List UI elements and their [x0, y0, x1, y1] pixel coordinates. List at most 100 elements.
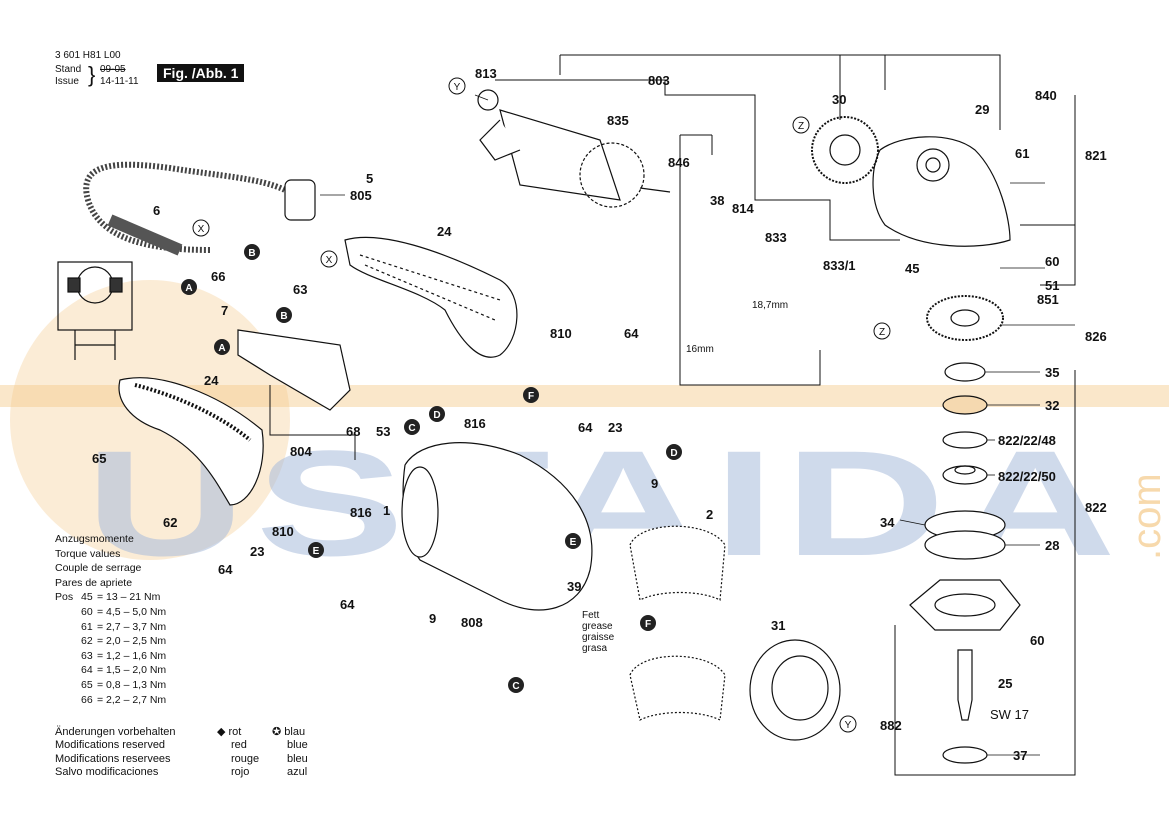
marker-b-switch: B	[276, 307, 292, 323]
bearing-flange	[909, 579, 1021, 631]
label-833: 833	[765, 230, 787, 245]
torque-title-fr: Couple de serrage	[55, 562, 142, 575]
label-29: 29	[975, 102, 989, 117]
plug	[284, 179, 316, 221]
marker-z-top: Z	[792, 116, 810, 134]
label-61: 61	[1015, 146, 1029, 161]
torque-title-en: Torque values	[55, 547, 121, 560]
legend-red: ◆ rot red rouge rojo	[217, 726, 260, 779]
bevel-gear-30	[811, 116, 879, 184]
marker-e-left: E	[308, 542, 324, 558]
marker-c-bottom: C	[508, 677, 524, 693]
svg-text:Y: Y	[845, 720, 852, 731]
spindle-25	[957, 649, 973, 721]
svg-text:X: X	[326, 255, 333, 266]
label-64-b: 64	[578, 420, 593, 435]
marker-y-top: Y	[448, 77, 466, 95]
label-833-1: 833/1	[823, 258, 856, 273]
legend-blue: ✪ blau blue bleu azul	[272, 726, 308, 779]
label-822-22-48: 822/22/48	[998, 433, 1056, 448]
marker-d-coil: D	[666, 444, 682, 460]
label-840: 840	[1035, 88, 1057, 103]
svg-text:C: C	[512, 681, 519, 692]
label-810-bottom: 810	[272, 524, 294, 539]
label-816-bottom: 816	[350, 505, 372, 520]
flange-37	[942, 746, 988, 764]
dimension-18-7mm: 18,7mm	[752, 300, 788, 311]
ring-28	[924, 530, 1006, 560]
torque-title-de: Anzugsmomente	[55, 533, 134, 545]
marker-f-bottom: F	[640, 615, 656, 631]
marker-e-housing: E	[565, 533, 581, 549]
grease-line-1: Fett	[582, 610, 599, 621]
marker-b-top: B	[244, 244, 260, 260]
marker-a-top: A	[181, 279, 197, 295]
label-826: 826	[1085, 329, 1107, 344]
label-45: 45	[905, 261, 919, 276]
svg-text:X: X	[198, 224, 205, 235]
grease-line-2: grease	[582, 621, 613, 632]
svg-text:D: D	[670, 448, 677, 459]
label-60-bottom: 60	[1030, 633, 1044, 648]
field-coil-2	[629, 525, 726, 601]
label-53: 53	[376, 424, 390, 439]
issue-date: 14-11-11	[100, 76, 139, 87]
torque-table: Anzugsmomente Torque values Couple de se…	[55, 532, 166, 707]
note-es: Salvo modificaciones	[55, 766, 159, 779]
field-coil-lower	[629, 655, 726, 721]
label-25: 25	[998, 676, 1012, 691]
guard-31	[749, 639, 841, 741]
label-28: 28	[1045, 538, 1059, 553]
bearing-822	[942, 465, 988, 485]
housing-half-top	[344, 236, 518, 358]
svg-text:Z: Z	[879, 327, 885, 338]
label-65: 65	[92, 451, 106, 466]
note-en: Modifications reserved	[55, 739, 166, 752]
label-68: 68	[346, 424, 360, 439]
label-62: 62	[163, 515, 177, 530]
torque-row: 63= 1,2 – 1,6 Nm	[81, 649, 167, 662]
label-32: 32	[1045, 398, 1059, 413]
label-808: 808	[461, 615, 483, 630]
svg-text:Y: Y	[454, 82, 461, 93]
label-816-top: 816	[464, 416, 486, 431]
label-64-d: 64	[340, 597, 355, 612]
fan	[579, 142, 645, 208]
torque-row: 62= 2,0 – 2,5 Nm	[81, 635, 167, 648]
bearing-35	[944, 362, 986, 382]
label-835: 835	[607, 113, 629, 128]
label-sw17: SW 17	[990, 707, 1029, 722]
marker-y-bottom: Y	[839, 715, 857, 733]
label-34: 34	[880, 515, 895, 530]
torque-title-es: Pares de apriete	[55, 576, 133, 589]
label-6: 6	[153, 203, 160, 218]
label-38: 38	[710, 193, 724, 208]
stand-date: 09-05	[100, 64, 126, 75]
ring-32	[942, 395, 988, 415]
label-60-top: 60	[1045, 254, 1059, 269]
label-23-top: 23	[608, 420, 622, 435]
torque-row: 65= 0,8 – 1,3 Nm	[81, 678, 167, 691]
armature	[499, 109, 621, 201]
label-805: 805	[350, 188, 372, 203]
label-2: 2	[706, 507, 713, 522]
label-810-top: 810	[550, 326, 572, 341]
label-66: 66	[211, 269, 225, 284]
issue-label: Issue	[55, 76, 79, 87]
label-1: 1	[383, 503, 390, 518]
marker-x-top: X	[192, 219, 210, 237]
part-labels: 813 803 840 835 30 29 821 846 38 814 61 …	[92, 66, 1107, 763]
label-30: 30	[832, 92, 846, 107]
note-fr: Modifications reservees	[55, 752, 171, 765]
power-cable	[83, 161, 287, 253]
svg-text:A: A	[218, 343, 225, 354]
label-24-bottom: 24	[204, 373, 219, 388]
grease-line-4: grasa	[582, 643, 607, 654]
svg-text:E: E	[313, 546, 320, 557]
label-23-bottom: 23	[250, 544, 264, 559]
label-64-c: 64	[218, 562, 233, 577]
marker-d-switch: D	[429, 406, 445, 422]
modification-notes: Änderungen vorbehalten Modifications res…	[55, 726, 175, 780]
